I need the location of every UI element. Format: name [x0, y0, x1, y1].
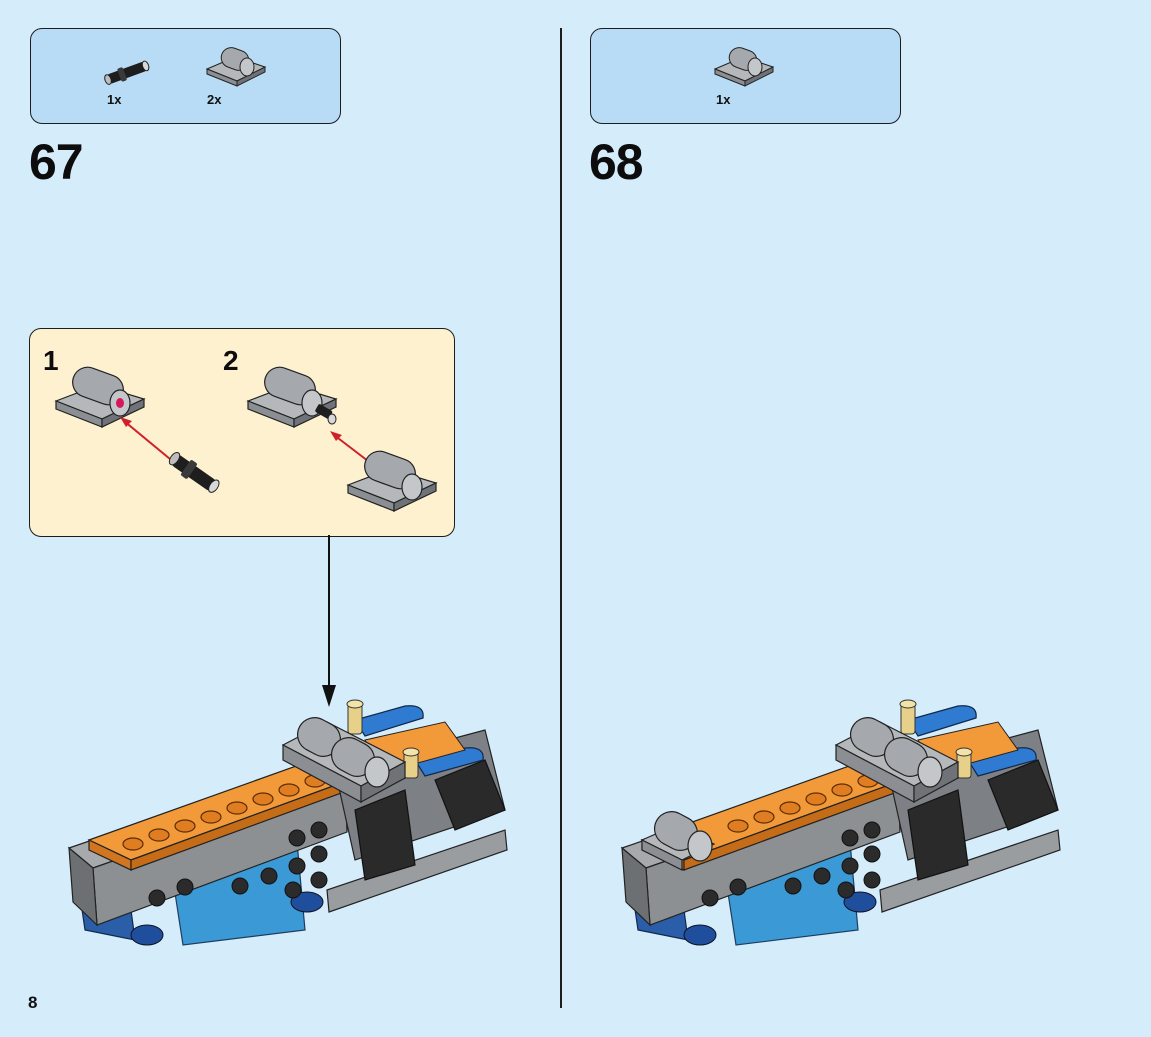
part-qty: 1x	[716, 92, 730, 107]
page-number: 8	[28, 993, 37, 1013]
tile-cylinder-icon	[711, 43, 781, 88]
part-qty: 1x	[107, 92, 121, 107]
sub-assembly-callout: 1 2	[29, 328, 455, 537]
step-number: 67	[29, 133, 83, 191]
step-number: 68	[589, 133, 643, 191]
pin-connector-icon	[99, 53, 159, 93]
placement-arrow	[319, 535, 339, 715]
column-divider	[560, 28, 562, 1008]
model-assembly-step-68	[618, 690, 1068, 970]
model-assembly-step-67	[65, 690, 515, 970]
parts-box-step-67: 1x 2x	[30, 28, 341, 124]
tile-cylinder-icon	[342, 447, 442, 517]
parts-box-step-68: 1x	[590, 28, 901, 124]
pin-connector-icon	[160, 443, 230, 503]
substep-number: 2	[223, 345, 239, 377]
part-qty: 2x	[207, 92, 221, 107]
tile-cylinder-icon	[203, 43, 273, 88]
